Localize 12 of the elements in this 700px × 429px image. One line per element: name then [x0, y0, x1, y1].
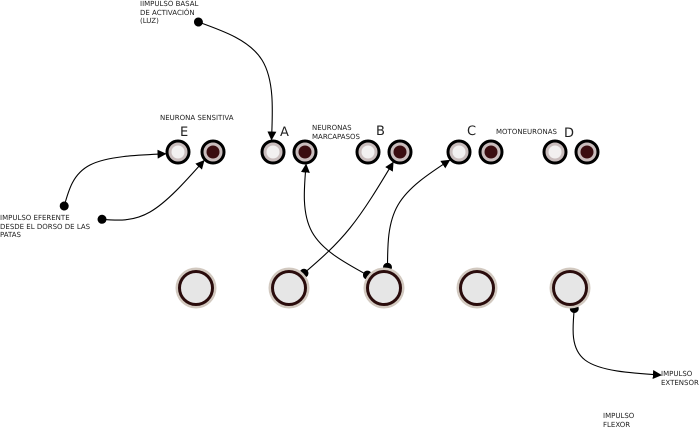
arrow — [194, 18, 276, 140]
neuron-letter: E — [180, 126, 188, 139]
neuron-letter: C — [467, 125, 476, 138]
arrow — [60, 150, 167, 210]
arrow — [300, 164, 372, 280]
neuron-letter: D — [564, 127, 574, 140]
arrow — [98, 160, 205, 224]
arrow — [383, 160, 450, 272]
arrow — [299, 162, 394, 278]
neuron-letter: A — [280, 126, 289, 139]
arrow — [570, 304, 662, 379]
neuron-letter: B — [376, 125, 385, 138]
